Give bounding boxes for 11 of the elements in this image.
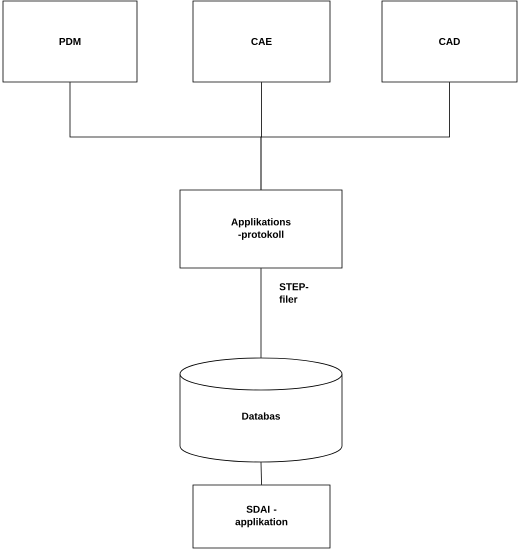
process-box: PDM [2,0,138,82]
connector-line [260,82,450,190]
process-box: CAD [382,0,518,82]
connector-line [260,268,262,358]
process-box: Applikations -protokoll [180,190,342,268]
node-label: Databas [242,412,280,420]
connector-line [260,462,262,485]
database-cylinder: Databas [180,358,342,462]
edge-label: STEP- filer [279,283,308,303]
process-box: CAE [192,0,330,82]
process-box: SDAI -applikation [192,484,330,548]
